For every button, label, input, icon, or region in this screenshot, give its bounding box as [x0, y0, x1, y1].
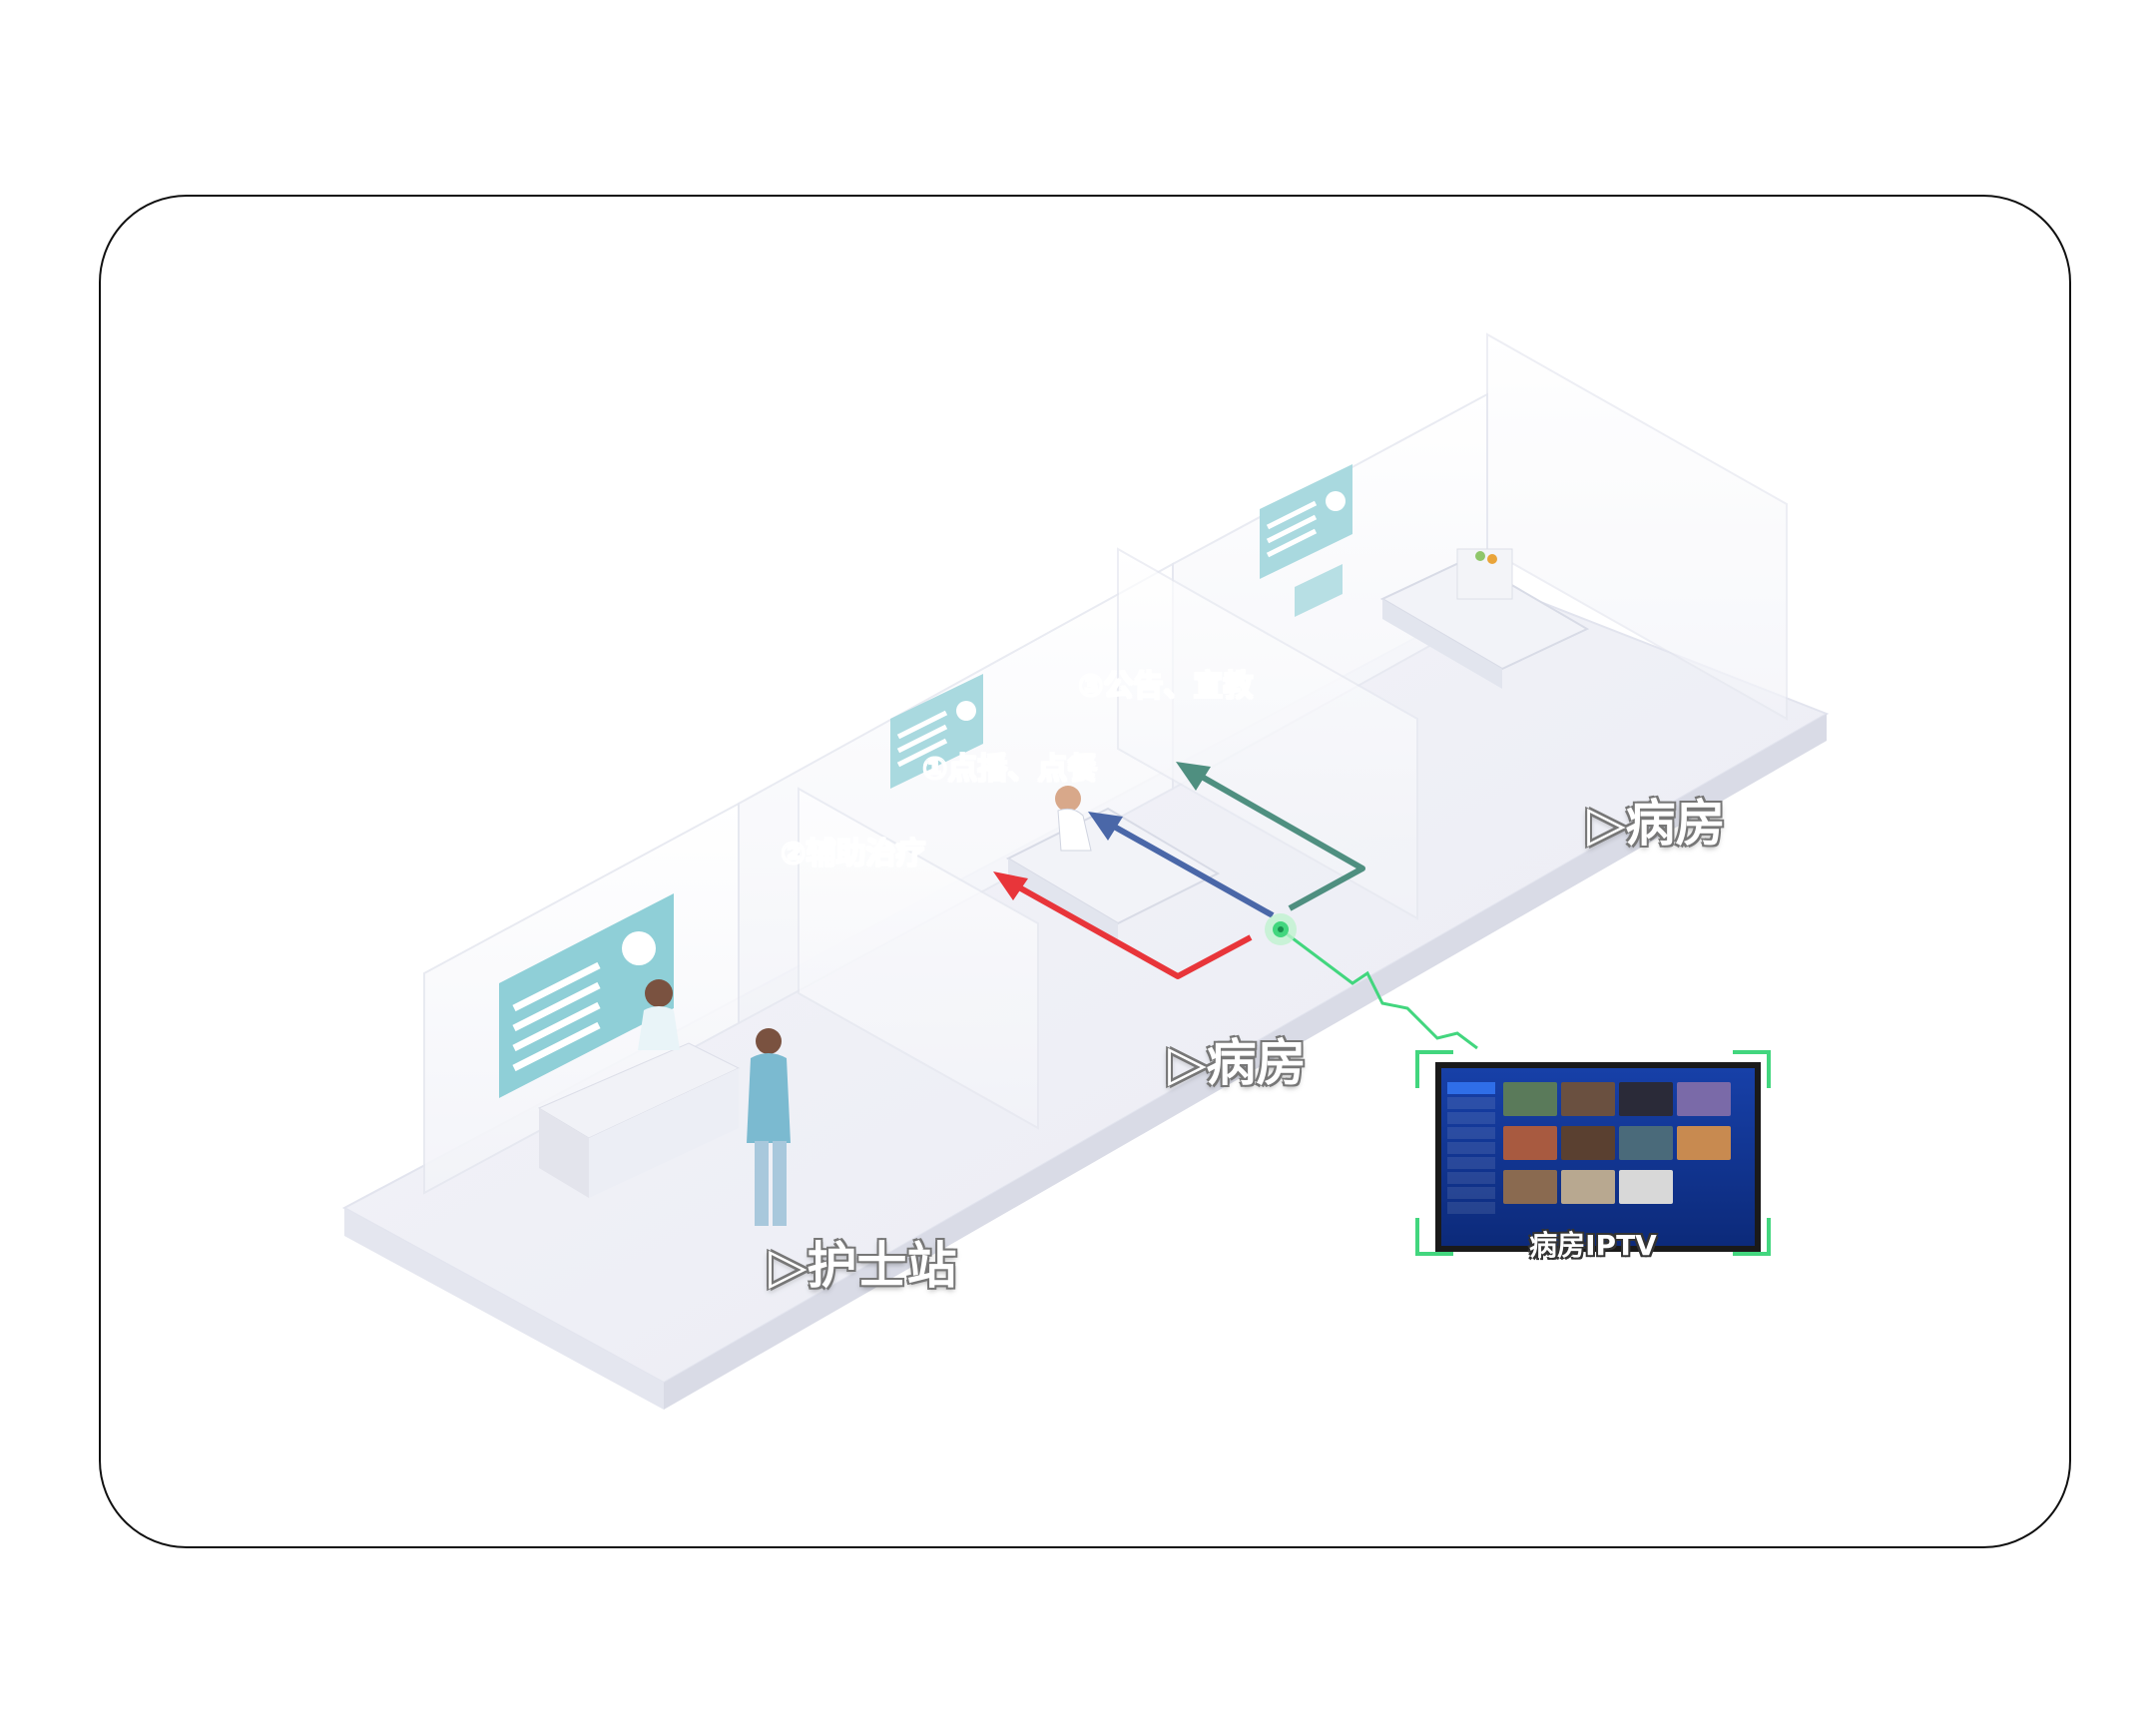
wall-display-ward-back [1260, 464, 1352, 617]
bed-front-ward [1005, 786, 1221, 943]
label-flow-vod: ①点播、点餐 [922, 752, 1098, 787]
signal-node-icon [1265, 913, 1297, 945]
label-ward-back: ▷病房 [1587, 795, 1726, 853]
wall-display-ward-front [890, 674, 983, 789]
bed-back-ward [1379, 548, 1590, 689]
visitor-figure [747, 1028, 791, 1226]
nurse-desk [537, 1042, 741, 1198]
tv-thumbnail-grid [1503, 1082, 1748, 1214]
diagram-frame [99, 195, 2071, 1548]
flow-arrow-notice [1176, 762, 1365, 911]
iptv-screen-illustration: 病房IPTV [1413, 1048, 1773, 1262]
label-flow-notice: ③公告、宣教 [1078, 669, 1254, 704]
iptv-label: 病房IPTV [1529, 1229, 1657, 1262]
label-ward-front: ▷病房 [1168, 1034, 1307, 1092]
tv-screen [1435, 1062, 1761, 1252]
wall-display-nurse [499, 893, 674, 1098]
iptv-signal-line [1280, 927, 1478, 1050]
flow-arrow-assist [993, 871, 1253, 979]
floor-slab [341, 587, 1830, 1410]
flow-arrow-vod [1088, 812, 1275, 918]
nurse-figure [638, 979, 680, 1050]
tv-menu [1447, 1082, 1495, 1217]
label-nurse-station: ▷护士站 [769, 1237, 957, 1295]
label-flow-assist: ②辅助治疗 [781, 837, 926, 871]
